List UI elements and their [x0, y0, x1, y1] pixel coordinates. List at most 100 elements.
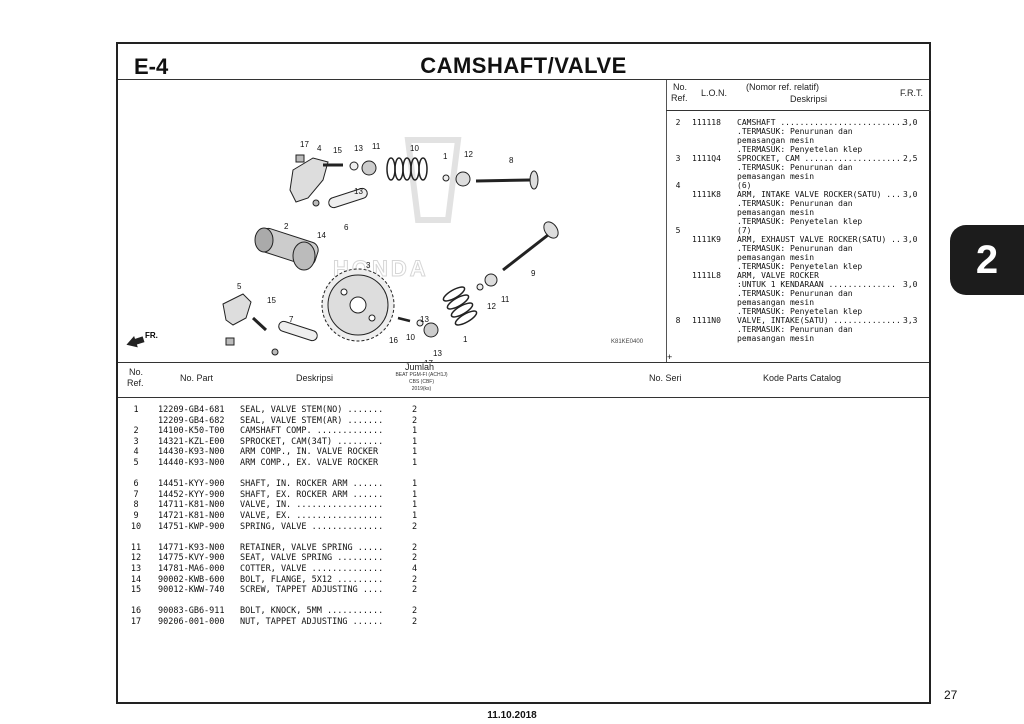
- frt-desc: (7): [737, 226, 752, 235]
- part-qty: 1: [412, 510, 418, 521]
- part-ref: 16: [130, 606, 142, 617]
- camshaft-shape: [254, 227, 319, 271]
- callout-13: 13: [354, 187, 363, 196]
- parts-col-ref: Ref.: [127, 378, 144, 388]
- part-ref: 17: [130, 616, 142, 627]
- frt-desc: ARM, VALVE ROCKER: [737, 271, 819, 280]
- frt-row: .TERMASUK: Penyetelan klep: [671, 217, 931, 226]
- frt-row: pemasangan mesin: [671, 136, 931, 145]
- frt-row: :UNTUK 1 KENDARAAN ..............3,0: [671, 280, 931, 289]
- frt-desc: .TERMASUK: Penyetelan klep: [737, 262, 863, 271]
- part-part-no: 14430-K93-N00: [158, 447, 225, 458]
- parts-header-top: [118, 362, 929, 363]
- frt-row: 1111L8 ARM, VALVE ROCKER: [671, 271, 931, 280]
- frt-row: .TERMASUK: Penurunan dan: [671, 199, 931, 208]
- part-desc: VALVE, IN. .................: [240, 500, 384, 511]
- catalog-page-frame: E-4 CAMSHAFT/VALVE HONDA: [116, 42, 931, 704]
- frt-col-desc: Deskripsi: [790, 94, 828, 104]
- frt-row: pemasangan mesin: [671, 208, 931, 217]
- frt-lon: 1111N0: [692, 316, 721, 325]
- frt-row: pemasangan mesin: [671, 172, 931, 181]
- page-title: CAMSHAFT/VALVE: [420, 53, 627, 78]
- part-ref: 14: [130, 574, 142, 585]
- frt-row: pemasangan mesin: [671, 298, 931, 307]
- frt-desc: .TERMASUK: Penurunan dan: [737, 127, 853, 136]
- knock-bolt-shape: [397, 316, 411, 323]
- part-desc: SPROCKET, CAM(34T) .........: [240, 436, 384, 447]
- jumlah-model: BEAT PGM-FI (ACH1J): [395, 372, 448, 378]
- tappet-nut-lower-shape: [225, 337, 235, 346]
- frt-row: 4(6): [671, 181, 931, 190]
- frt-desc: :UNTUK 1 KENDARAAN ..............: [737, 280, 896, 289]
- part-part-no: 14771-K93-N00: [158, 542, 225, 553]
- parts-col-part-no: No. Part: [180, 373, 214, 383]
- frt-val: 3,0: [903, 235, 918, 244]
- part-part-no: 12209-GB4-681: [158, 405, 225, 415]
- spring-seat-shape: [455, 171, 471, 187]
- part-ref: 2: [133, 426, 139, 437]
- part-ref: 11: [130, 542, 142, 553]
- callout-6: 6: [344, 223, 349, 232]
- frt-col-lon: L.O.N.: [701, 88, 728, 98]
- parts-header-bottom: [118, 397, 929, 398]
- callout-13: 13: [420, 315, 429, 324]
- exhaust-rocker-shaft-shape: [278, 320, 318, 342]
- part-qty: 1: [412, 489, 418, 500]
- part-desc: CAMSHAFT COMP. .............: [240, 426, 384, 437]
- frt-desc: pemasangan mesin: [737, 334, 815, 343]
- parts-col-jumlah: Jumlah: [405, 362, 435, 372]
- flange-bolt-upper-shape: [312, 199, 320, 207]
- part-qty: 1: [412, 500, 418, 511]
- frt-desc: VALVE, INTAKE(SATU) ..............: [737, 316, 901, 325]
- part-qty: 2: [412, 521, 418, 532]
- part-ref: 4: [133, 447, 139, 458]
- parts-col-catalog: Kode Parts Catalog: [763, 373, 842, 383]
- honda-wing-watermark: [404, 137, 462, 223]
- intake-rocker-arm-shape: [289, 157, 329, 203]
- part-ref: 6: [133, 479, 139, 490]
- diagram-code: K81KE0400: [611, 339, 644, 345]
- part-part-no: 90012-KWW-740: [158, 585, 225, 596]
- part-qty: 2: [412, 574, 418, 585]
- part-desc: SEAL, VALVE STEM(NO) .......: [240, 405, 384, 415]
- callout-14: 14: [317, 231, 326, 240]
- retainer-shape: [361, 160, 377, 176]
- callout-3: 3: [366, 261, 371, 270]
- frt-lon: 1111L8: [692, 271, 721, 280]
- page-number: 27: [944, 688, 958, 702]
- part-part-no: 14775-KVY-900: [158, 553, 225, 564]
- intake-valve-head-shape: [529, 170, 539, 190]
- part-ref: 10: [130, 521, 142, 532]
- part-part-no: 14100-K50-T00: [158, 426, 225, 437]
- part-part-no: 14452-KYY-900: [158, 489, 225, 500]
- frt-col-ref: Ref.: [671, 93, 688, 103]
- frt-row: .TERMASUK: Penyetelan klep: [671, 307, 931, 316]
- frt-row: .TERMASUK: Penurunan dan: [671, 127, 931, 136]
- frt-lon: 1111K8: [692, 190, 721, 199]
- part-ref: 12: [130, 553, 142, 564]
- exhaust-valve-head-shape: [543, 221, 559, 239]
- frt-desc: SPROCKET, CAM ....................: [737, 154, 901, 163]
- part-desc: SHAFT, EX. ROCKER ARM ......: [240, 489, 384, 500]
- frt-ref: 2: [675, 118, 681, 127]
- part-qty: 2: [412, 606, 418, 617]
- frt-header-divider: [666, 110, 931, 111]
- frt-ref: 4: [675, 181, 681, 190]
- frt-val: 3,0: [903, 190, 918, 199]
- part-qty: 1: [412, 436, 418, 447]
- header-divider: [118, 79, 929, 80]
- part-ref: 9: [133, 510, 139, 521]
- frt-lon: 1111K9: [692, 235, 721, 244]
- section-code: E-4: [134, 54, 169, 79]
- frt-row: .TERMASUK: Penyetelan klep: [671, 262, 931, 271]
- part-part-no: 14751-KWP-900: [158, 521, 225, 532]
- part-ref: 8: [133, 500, 139, 511]
